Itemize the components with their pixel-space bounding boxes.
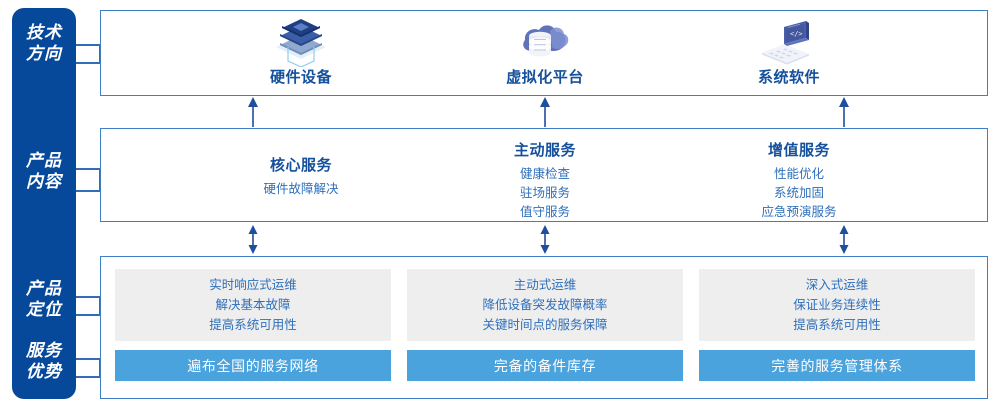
positioning-box-proactive[interactable]: 主动式运维 降低设备突发故障概率 关键时间点的服务保障 bbox=[407, 269, 683, 341]
connector-position-bottom bbox=[76, 314, 100, 316]
rail-label-product-positioning: 产品 定位 bbox=[12, 278, 76, 320]
rail-label-line2: 内容 bbox=[26, 172, 62, 191]
connector-advantage-bottom bbox=[76, 376, 100, 378]
rail-label-line1: 产品 bbox=[26, 151, 62, 170]
positioning-item: 提高系统可用性 bbox=[793, 318, 881, 332]
left-rail bbox=[12, 8, 76, 399]
content-item: 性能优化 bbox=[773, 167, 824, 181]
connector-content-bottom bbox=[76, 190, 100, 192]
content-item: 应急预演服务 bbox=[761, 205, 837, 219]
positioning-item: 主动式运维 bbox=[513, 278, 577, 292]
content-column-items: 健康检查 驻场服务 值守服务 bbox=[520, 165, 570, 222]
advantage-bar-label: 完备的备件库存 bbox=[493, 357, 597, 374]
content-column-core-service[interactable]: 核心服务 硬件故障解决 bbox=[211, 129, 391, 223]
content-column-active-service[interactable]: 主动服务 健康检查 驻场服务 值守服务 bbox=[455, 129, 635, 233]
connector-position-top bbox=[76, 296, 100, 298]
rail-label-line2: 定位 bbox=[26, 300, 62, 319]
content-column-items: 硬件故障解决 bbox=[263, 180, 338, 199]
arrow-up-system-software bbox=[836, 97, 852, 132]
rail-label-service-advantage: 服务 优势 bbox=[12, 340, 76, 382]
content-column-title: 核心服务 bbox=[269, 156, 332, 174]
content-column-title: 增值服务 bbox=[767, 142, 830, 159]
tech-item-label: 硬件设备 bbox=[269, 69, 332, 86]
content-item: 值守服务 bbox=[519, 205, 570, 219]
advantage-bar-spare-parts[interactable]: 完备的备件库存 bbox=[407, 350, 683, 381]
content-column-value-added-service[interactable]: 增值服务 性能优化 系统加固 应急预演服务 bbox=[699, 129, 899, 233]
positioning-item: 实时响应式运维 bbox=[209, 278, 297, 292]
laptop-code-icon: </> bbox=[754, 17, 824, 67]
advantage-bar-label: 遍布全国的服务网络 bbox=[187, 357, 319, 374]
advantage-bar-label: 完善的服务管理体系 bbox=[771, 357, 903, 374]
content-item: 硬件故障解决 bbox=[263, 181, 339, 196]
content-item: 健康检查 bbox=[519, 167, 570, 181]
rail-label-line2: 优势 bbox=[26, 362, 62, 381]
rail-label-line1: 服务 bbox=[26, 341, 62, 360]
rail-label-line1: 技术 bbox=[26, 23, 62, 42]
svg-text:</>: </> bbox=[790, 30, 803, 38]
content-item: 驻场服务 bbox=[519, 186, 570, 200]
connector-tech-vertical bbox=[99, 44, 101, 63]
content-item: 系统加固 bbox=[773, 186, 824, 200]
rail-label-line1: 产品 bbox=[26, 279, 62, 298]
arrow-double-core bbox=[245, 225, 261, 259]
server-stack-icon bbox=[266, 17, 336, 68]
connector-content-top bbox=[76, 168, 100, 170]
connector-content-vertical bbox=[99, 168, 101, 191]
rail-label-product-content: 产品 内容 bbox=[12, 150, 76, 192]
tech-item-label: 系统软件 bbox=[757, 69, 820, 86]
product-positioning-panel: 实时响应式运维 解决基本故障 提高系统可用性 主动式运维 降低设备突发故障概率 … bbox=[100, 256, 988, 399]
connector-advantage-vertical bbox=[99, 358, 101, 377]
connector-tech-bottom bbox=[76, 62, 100, 64]
positioning-item: 解决基本故障 bbox=[215, 298, 291, 312]
arrow-up-hardware bbox=[245, 97, 261, 132]
tech-item-label: 虚拟化平台 bbox=[506, 69, 584, 86]
rail-label-tech-direction: 技术 方向 bbox=[12, 22, 76, 64]
tech-item-system-software[interactable]: </> 系统软件 bbox=[699, 11, 879, 97]
arrow-double-value-added bbox=[836, 225, 852, 259]
tech-item-hardware[interactable]: 硬件设备 bbox=[211, 11, 391, 97]
positioning-item: 提高系统可用性 bbox=[209, 318, 297, 332]
content-column-title: 主动服务 bbox=[513, 142, 576, 159]
positioning-box-realtime[interactable]: 实时响应式运维 解决基本故障 提高系统可用性 bbox=[115, 269, 391, 341]
advantage-bar-network[interactable]: 遍布全国的服务网络 bbox=[115, 350, 391, 381]
cloud-database-icon bbox=[510, 17, 580, 67]
connector-advantage-top bbox=[76, 358, 100, 360]
positioning-item: 深入式运维 bbox=[805, 278, 869, 292]
tech-direction-panel: 硬件设备 bbox=[100, 10, 988, 96]
advantage-bar-management[interactable]: 完善的服务管理体系 bbox=[699, 350, 975, 381]
arrow-up-virtualization bbox=[537, 97, 553, 132]
positioning-box-indepth[interactable]: 深入式运维 保证业务连续性 提高系统可用性 bbox=[699, 269, 975, 341]
rail-label-line2: 方向 bbox=[26, 44, 62, 63]
positioning-item: 保证业务连续性 bbox=[793, 298, 881, 312]
product-content-panel: 核心服务 硬件故障解决 主动服务 健康检查 驻场服务 值守服务 增值服务 性能优… bbox=[100, 128, 988, 222]
positioning-item: 关键时间点的服务保障 bbox=[482, 318, 608, 332]
connector-position-vertical bbox=[99, 296, 101, 315]
tech-item-virtualization[interactable]: 虚拟化平台 bbox=[455, 11, 635, 97]
content-column-items: 性能优化 系统加固 应急预演服务 bbox=[761, 165, 836, 222]
connector-tech-top bbox=[76, 44, 100, 46]
positioning-item: 降低设备突发故障概率 bbox=[482, 298, 608, 312]
arrow-double-active bbox=[537, 225, 553, 259]
